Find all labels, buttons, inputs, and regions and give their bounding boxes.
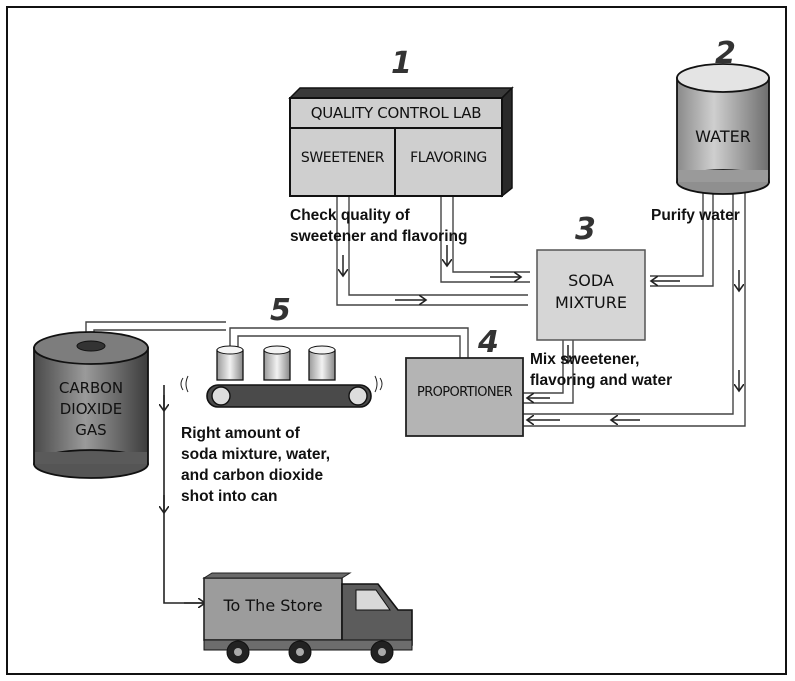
soda-mixture-label: SODA MIXTURE xyxy=(537,270,645,314)
caption-check-quality: Check quality of sweetener and flavoring xyxy=(290,205,467,247)
water-tank-label: WATER xyxy=(677,127,769,146)
caption-can-filling: Right amount of soda mixture, water, and… xyxy=(181,423,330,507)
truck xyxy=(204,573,412,663)
caption-mix: Mix sweetener, flavoring and water xyxy=(530,349,672,391)
step-number-2: 2 xyxy=(715,36,736,71)
step-number-5: 5 xyxy=(270,293,291,328)
truck-label: To The Store xyxy=(204,596,342,615)
cans xyxy=(217,346,335,380)
proportioner-label: PROPORTIONER xyxy=(406,385,523,400)
lab-sweetener-label: SWEETENER xyxy=(290,150,395,166)
co2-tank-label: CARBON DIOXIDE GAS xyxy=(34,378,148,441)
step-number-3: 3 xyxy=(575,212,596,247)
step-number-1: 1 xyxy=(391,46,412,81)
lab-title: QUALITY CONTROL LAB xyxy=(290,104,502,122)
lab-flavoring-label: FLAVORING xyxy=(395,150,502,166)
step-number-4: 4 xyxy=(478,325,499,360)
caption-purify-water: Purify water xyxy=(651,205,740,226)
